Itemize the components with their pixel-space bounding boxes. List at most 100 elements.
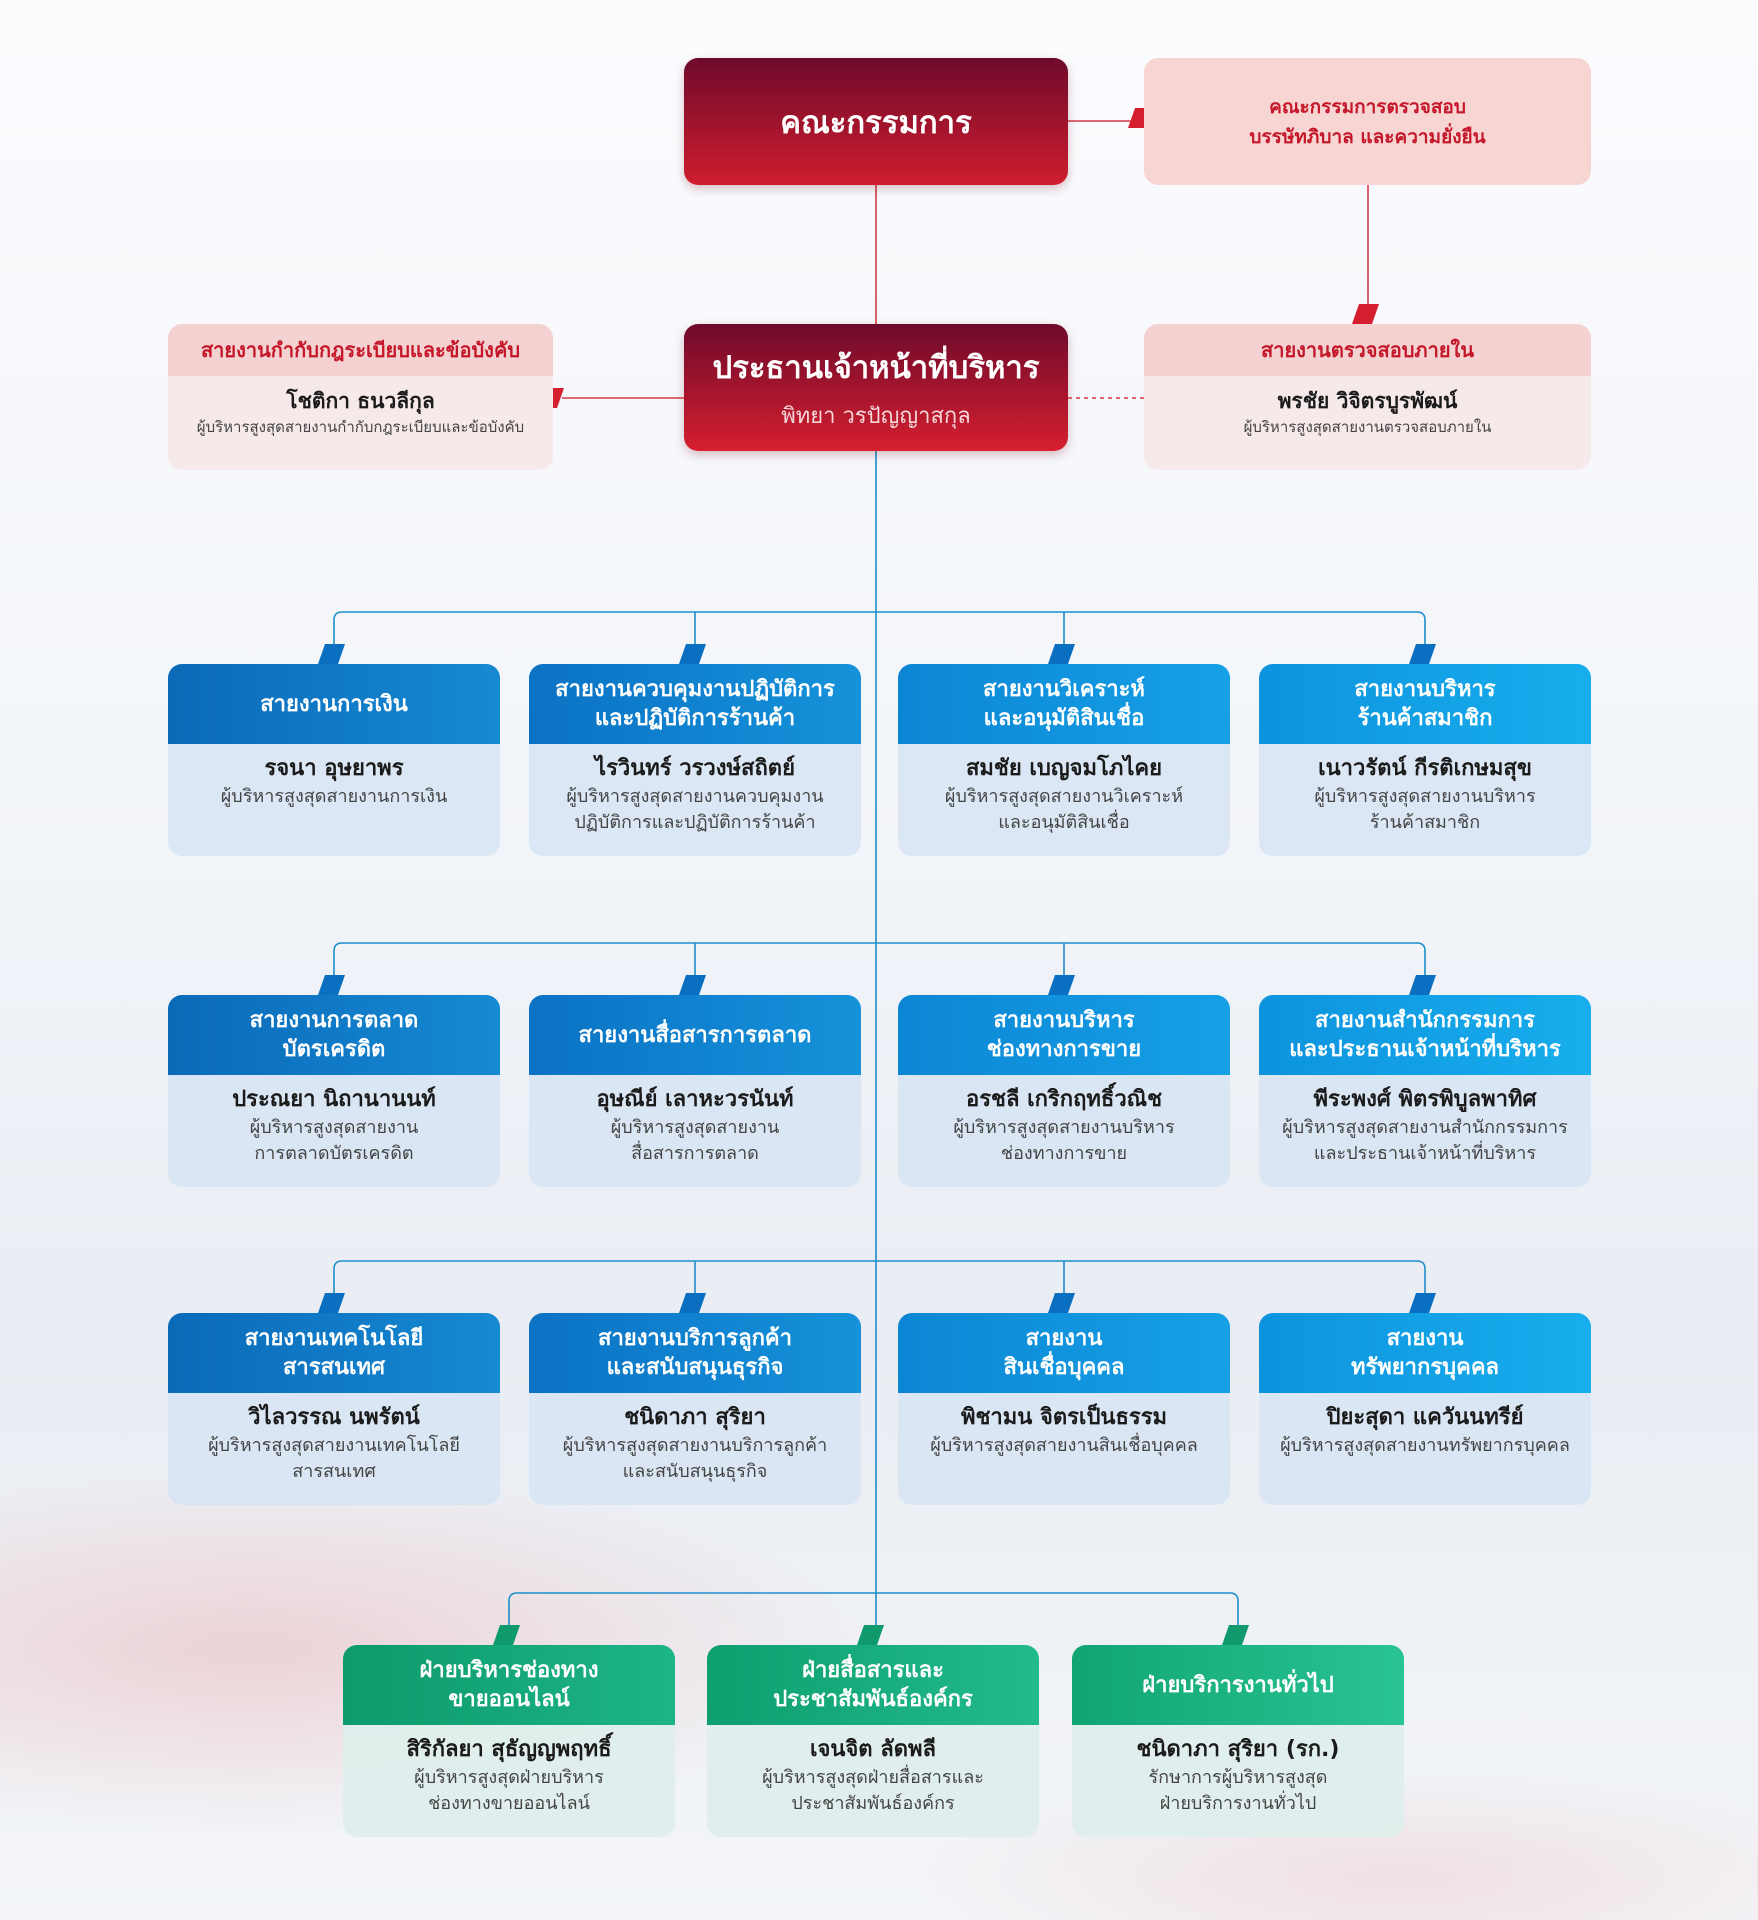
unit-title-line: และประธานเจ้าหน้าที่บริหาร (1289, 1037, 1561, 1062)
unit-title-line: สายงานสื่อสารการตลาด (578, 1022, 812, 1048)
unit-name: พีระพงศ์ พิตรพิบูลพาทิศ (1313, 1087, 1537, 1112)
unit-box: สายงานเทคโนโลยีสารสนเทศวิไลวรรณ นพรัตน์ผ… (168, 1313, 500, 1505)
unit-role-line: การตลาดบัตรเครดิต (254, 1143, 414, 1164)
unit-role-line: ผู้บริหารสูงสุดสายงานสินเชื่อบุคคล (930, 1435, 1198, 1456)
unit-title-line: สายงาน (1025, 1326, 1103, 1351)
unit-title-line: บัตรเครดิต (282, 1037, 386, 1062)
unit-role-line: ผู้บริหารสูงสุดสายงานควบคุมงาน (566, 786, 824, 807)
unit-header: สายงานบริการลูกค้าและสนับสนุนธุรกิจ (529, 1313, 861, 1393)
internal-audit-title: สายงานตรวจสอบภายใน (1144, 324, 1591, 376)
department-box: ฝ่ายบริหารช่องทางขายออนไลน์สิริกัลยา สุธ… (343, 1645, 675, 1837)
unit-row-bus-1 (333, 611, 1426, 646)
unit-row-bus-3 (333, 1260, 1426, 1295)
department-role-line: ผู้บริหารสูงสุดฝ่ายบริหาร (414, 1767, 604, 1788)
unit-name: ประณยา นิถานานนท์ (232, 1087, 436, 1112)
department-box: ฝ่ายบริการงานทั่วไปชนิดาภา สุริยา (รก.)ร… (1072, 1645, 1404, 1837)
unit-role-line: ผู้บริหารสูงสุดสายงาน (249, 1117, 419, 1138)
unit-header: สายงานการตลาดบัตรเครดิต (168, 995, 500, 1075)
unit-role-line: สื่อสารการตลาด (631, 1143, 759, 1164)
ceo-name: พิทยา วรปัญญาสกุล (781, 404, 971, 429)
unit-header: สายงานเทคโนโลยีสารสนเทศ (168, 1313, 500, 1393)
unit-box: สายงานควบคุมงานปฏิบัติการและปฏิบัติการร้… (529, 664, 861, 856)
department-title-line: ฝ่ายบริการงานทั่วไป (1142, 1672, 1334, 1698)
internal-audit-box: สายงานตรวจสอบภายใน พรชัย วิจิตรบูรพัฒน์ … (1144, 324, 1591, 470)
dept-tab (1222, 1625, 1249, 1645)
department-title-line: ประชาสัมพันธ์องค์กร (773, 1687, 973, 1712)
unit-role-line: ผู้บริหารสูงสุดสายงานเทคโนโลยี (208, 1435, 460, 1456)
department-name: ชนิดาภา สุริยา (รก.) (1136, 1737, 1340, 1762)
department-role-line: ฝ่ายบริการงานทั่วไป (1159, 1793, 1317, 1814)
department-box: ฝ่ายสื่อสารและประชาสัมพันธ์องค์กรเจนจิต … (707, 1645, 1039, 1837)
unit-tab (679, 975, 706, 995)
department-title-line: ฝ่ายสื่อสารและ (802, 1658, 944, 1683)
unit-box: สายงานบริการลูกค้าและสนับสนุนธุรกิจชนิดา… (529, 1313, 861, 1505)
compliance-box: สายงานกำกับกฎระเบียบและข้อบังคับ โชติกา … (168, 324, 553, 470)
unit-box: สายงานสำนักกรรมการและประธานเจ้าหน้าที่บร… (1259, 995, 1591, 1187)
unit-name: เนาวรัตน์ กีรติเกษมสุข (1318, 756, 1532, 781)
unit-name: รจนา อุษยาพร (264, 756, 404, 781)
unit-title-line: สายงานบริหาร (993, 1008, 1135, 1033)
unit-role-line: ผู้บริหารสูงสุดสายงานสำนักกรรมการ (1282, 1117, 1568, 1138)
unit-title-line: สายงานสำนักกรรมการ (1315, 1008, 1535, 1033)
unit-tab (1048, 975, 1075, 995)
unit-name: วิไลวรรณ นพรัตน์ (248, 1405, 420, 1430)
unit-header: สายงานสำนักกรรมการและประธานเจ้าหน้าที่บร… (1259, 995, 1591, 1075)
department-role-line: รักษาการผู้บริหารสูงสุด (1148, 1767, 1328, 1788)
unit-box: สายงานทรัพยากรบุคคลปิยะสุดา แควันนทรีย์ผ… (1259, 1313, 1591, 1505)
unit-tab (1409, 975, 1436, 995)
unit-header: สายงานบริหารร้านค้าสมาชิก (1259, 664, 1591, 744)
dept-row-bus (508, 1592, 1239, 1627)
unit-title-line: สินเชื่อบุคคล (1003, 1355, 1125, 1380)
unit-header: สายงานทรัพยากรบุคคล (1259, 1313, 1591, 1393)
unit-title-line: ร้านค้าสมาชิก (1357, 706, 1493, 731)
department-header: ฝ่ายสื่อสารและประชาสัมพันธ์องค์กร (707, 1645, 1039, 1725)
unit-title-line: สายงานวิเคราะห์ (983, 677, 1145, 702)
compliance-name: โชติกา ธนวลีกุล (286, 389, 435, 413)
audit-committee-line-1: คณะกรรมการตรวจสอบ (1269, 95, 1466, 118)
unit-header: สายงานบริหารช่องทางการขาย (898, 995, 1230, 1075)
internal-audit-tab (1352, 304, 1379, 324)
unit-tab (1048, 644, 1075, 664)
compliance-title: สายงานกำกับกฎระเบียบและข้อบังคับ (168, 324, 553, 376)
unit-role-line: ผู้บริหารสูงสุดสายงานทรัพยากรบุคคล (1280, 1435, 1570, 1456)
unit-box: สายงานสินเชื่อบุคคลพิชามน จิตรเป็นธรรมผู… (898, 1313, 1230, 1505)
unit-box: สายงานบริหารร้านค้าสมาชิกเนาวรัตน์ กีรติ… (1259, 664, 1591, 856)
board-title: คณะกรรมการ (780, 104, 972, 141)
unit-title-line: สายงานบริการลูกค้า (598, 1326, 792, 1351)
unit-title-line: ทรัพยากรบุคคล (1350, 1355, 1500, 1380)
audit-committee-line-2: บรรษัทภิบาล และความยั่งยืน (1249, 125, 1486, 148)
unit-title-line: สายงาน (1386, 1326, 1464, 1351)
unit-tab (318, 1293, 345, 1313)
unit-role-line: ผู้บริหารสูงสุดสายงานการเงิน (220, 786, 448, 807)
unit-title-line: ช่องทางการขาย (986, 1037, 1142, 1062)
unit-role-line: และประธานเจ้าหน้าที่บริหาร (1313, 1143, 1537, 1164)
unit-tab (679, 644, 706, 664)
unit-box: สายงานวิเคราะห์และอนุมัติสินเชื่อสมชัย เ… (898, 664, 1230, 856)
unit-role-line: สารสนเทศ (292, 1461, 376, 1482)
department-role-line: ประชาสัมพันธ์องค์กร (791, 1793, 955, 1814)
unit-name: ไรวินทร์ วรวงษ์สถิตย์ (595, 756, 795, 781)
unit-box: สายงานการเงินรจนา อุษยาพรผู้บริหารสูงสุด… (168, 664, 500, 856)
ceo-box: ประธานเจ้าหน้าที่บริหาร พิทยา วรปัญญาสกุ… (684, 324, 1068, 451)
unit-title-line: สายงานเทคโนโลยี (244, 1326, 424, 1351)
unit-role-line: และสนับสนุนธุรกิจ (622, 1461, 768, 1482)
unit-tab (1409, 644, 1436, 664)
dept-tab (493, 1625, 520, 1645)
unit-name: อรชลี เกริกฤทธิ์วณิช (965, 1087, 1163, 1112)
unit-title-line: และปฏิบัติการร้านค้า (594, 706, 796, 731)
unit-tab (318, 644, 345, 664)
unit-name: ปิยะสุดา แควันนทรีย์ (1326, 1405, 1524, 1430)
unit-box: สายงานการตลาดบัตรเครดิตประณยา นิถานานนท์… (168, 995, 500, 1187)
ceo-title: ประธานเจ้าหน้าที่บริหาร (712, 350, 1040, 386)
department-header: ฝ่ายบริการงานทั่วไป (1072, 1645, 1404, 1725)
unit-header: สายงานวิเคราะห์และอนุมัติสินเชื่อ (898, 664, 1230, 744)
unit-row-bus-2 (333, 942, 1426, 977)
unit-title-line: และอนุมัติสินเชื่อ (983, 706, 1145, 731)
department-role-line: ช่องทางขายออนไลน์ (428, 1793, 590, 1814)
unit-tab (1409, 1293, 1436, 1313)
board-box: คณะกรรมการ (684, 58, 1068, 185)
unit-title-line: สายงานการตลาด (249, 1008, 419, 1033)
audit-committee-box: คณะกรรมการตรวจสอบ บรรษัทภิบาล และความยั่… (1144, 58, 1591, 185)
